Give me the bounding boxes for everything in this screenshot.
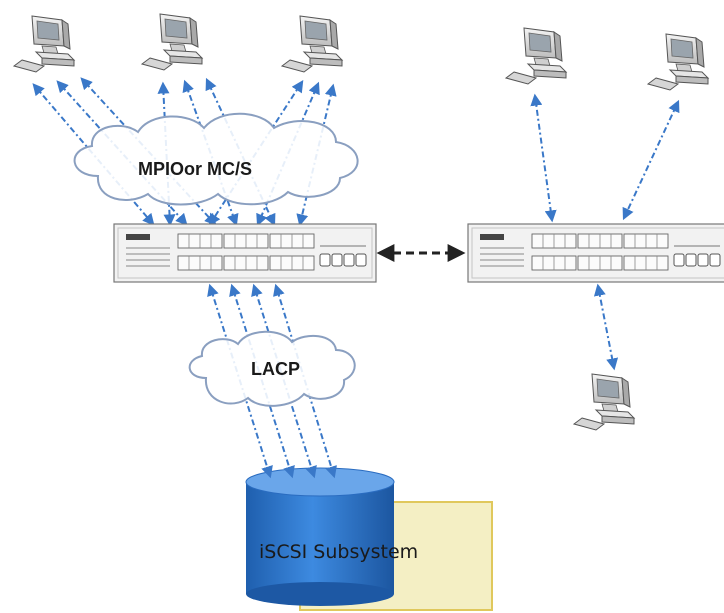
desktop-computer-icon [13,15,75,73]
storage-subsystem: iSCSI Subsystem [245,467,493,611]
desktop-computer-icon [505,27,567,85]
link-pc6 [593,283,619,371]
lacp-cloud-label: LACP [251,359,300,379]
lacp-cloud: LACP [188,330,356,407]
mpio-cloud: MPIOor MC/S [73,112,359,206]
link-pc4 [530,93,557,223]
link-pc1-a [32,83,155,226]
desktop-computer-icon [141,13,203,71]
desktop-computer-icon [647,33,709,91]
desktop-computer-icon [281,15,343,73]
cloud-icon [73,112,359,206]
network-switch-icon [113,223,377,283]
link-pc5 [622,99,680,221]
disk-cylinder-icon [245,467,395,606]
storage-label: iSCSI Subsystem [259,541,418,563]
mpio-cloud-label: MPIOor MC/S [138,159,252,179]
network-switch-icon [467,223,724,283]
cloud-icon [188,330,356,407]
desktop-computer-icon [573,373,635,431]
